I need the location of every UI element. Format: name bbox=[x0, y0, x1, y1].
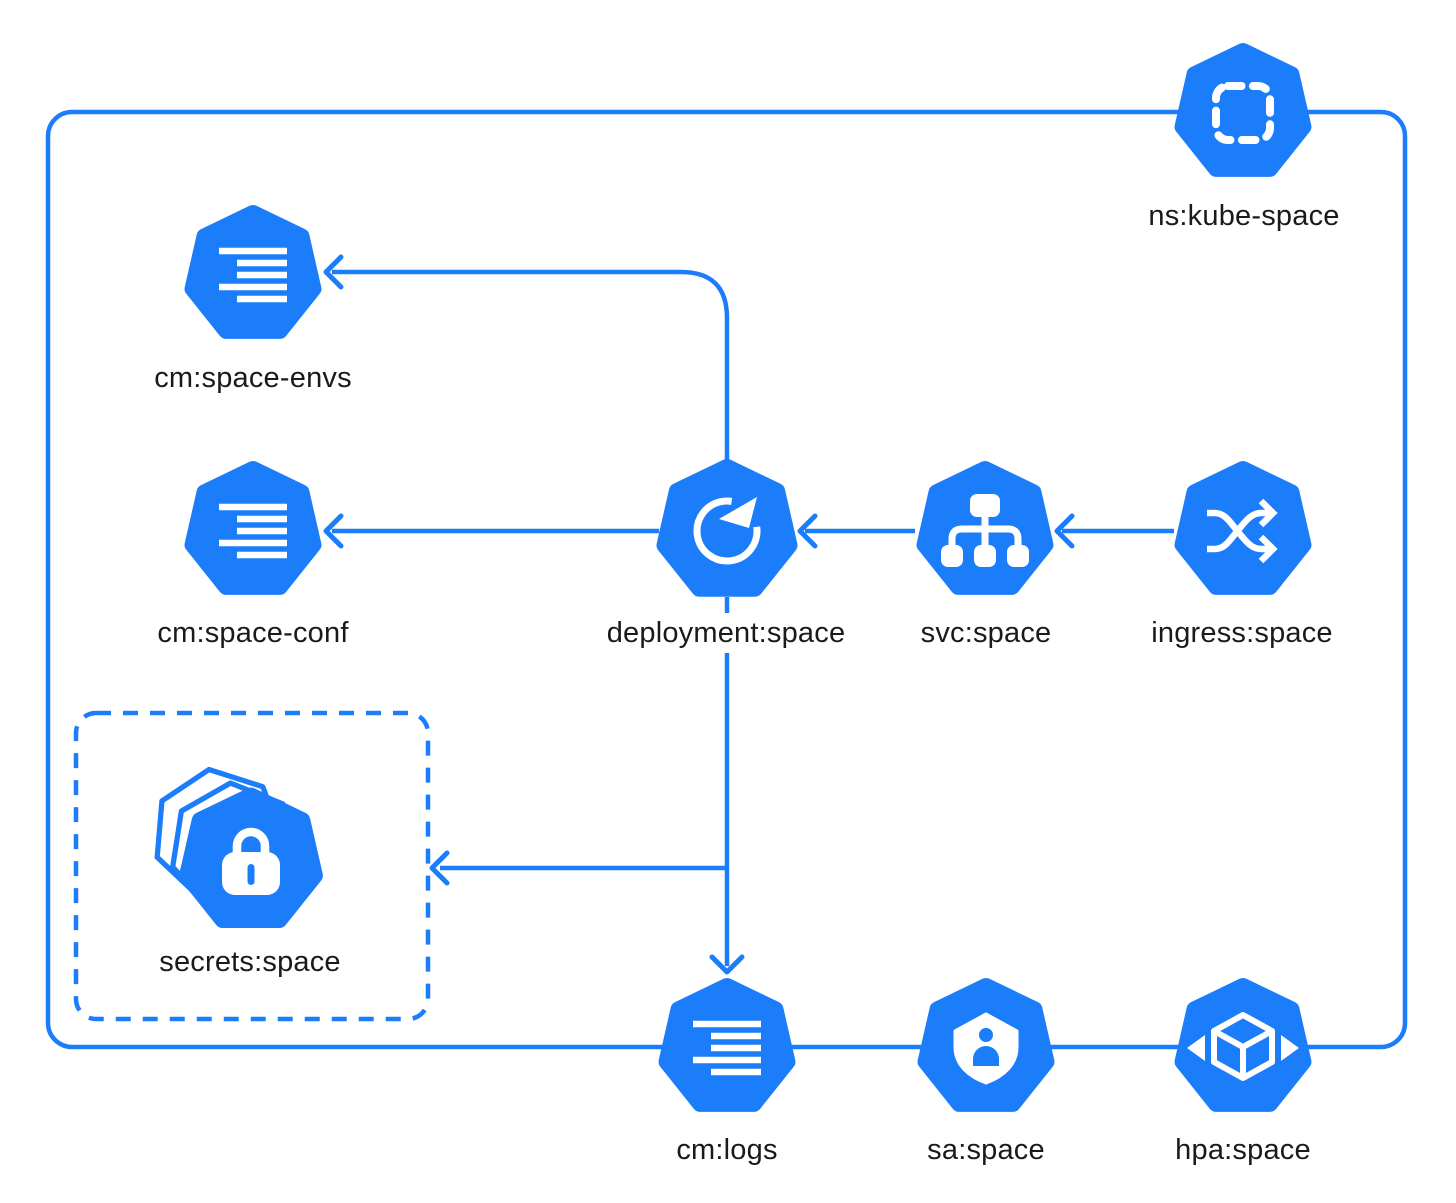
hpa-icon bbox=[1187, 1012, 1299, 1081]
ingress-icon bbox=[1207, 498, 1278, 564]
service-icon bbox=[941, 494, 1029, 567]
node-cm-logs bbox=[667, 986, 788, 1104]
serviceaccount-icon bbox=[953, 1012, 1019, 1085]
heptagon-shape bbox=[1183, 51, 1304, 169]
node-serviceaccount bbox=[926, 986, 1047, 1104]
deployment-icon bbox=[693, 497, 761, 565]
node-hpa bbox=[1183, 986, 1304, 1104]
arrowhead-into-cmenvs bbox=[323, 254, 344, 290]
node-label-serviceaccount: sa:space bbox=[920, 1130, 1052, 1170]
node-cm-space-conf bbox=[193, 469, 314, 587]
node-label-namespace: ns:kube-space bbox=[1141, 196, 1347, 236]
arrowhead-into-secrets bbox=[429, 850, 450, 886]
configmap-icon bbox=[219, 247, 287, 303]
arrowhead-into-cmlogs bbox=[709, 954, 745, 975]
node-label-hpa: hpa:space bbox=[1168, 1130, 1318, 1170]
node-label-cm-space-envs: cm:space-envs bbox=[147, 358, 359, 398]
node-label-ingress: ingress:space bbox=[1144, 613, 1340, 653]
node-deployment bbox=[665, 467, 790, 588]
node-ingress bbox=[1183, 469, 1304, 587]
secrets-dashed-frame bbox=[73, 710, 431, 1022]
arrowhead-into-deployment bbox=[797, 513, 818, 549]
secret-icon bbox=[222, 827, 280, 895]
node-label-cm-logs: cm:logs bbox=[669, 1130, 785, 1170]
node-label-service: svc:space bbox=[913, 613, 1059, 653]
arrowhead-into-svc bbox=[1054, 513, 1075, 549]
namespace-icon bbox=[1212, 82, 1274, 144]
node-namespace bbox=[1183, 51, 1304, 169]
edges bbox=[323, 254, 1174, 975]
node-cm-space-envs bbox=[193, 213, 314, 331]
node-label-secrets: secrets:space bbox=[152, 942, 348, 982]
configmap-icon bbox=[219, 503, 287, 559]
node-service bbox=[925, 469, 1046, 587]
node-label-cm-space-conf: cm:space-conf bbox=[150, 613, 356, 653]
node-label-deployment: deployment:space bbox=[599, 613, 853, 653]
heptagon-shape bbox=[665, 467, 790, 588]
configmap-icon bbox=[693, 1020, 761, 1076]
arrowhead-into-cmconf bbox=[323, 513, 344, 549]
edge-deployment-cmenvs bbox=[332, 269, 730, 465]
node-secrets bbox=[146, 761, 314, 920]
